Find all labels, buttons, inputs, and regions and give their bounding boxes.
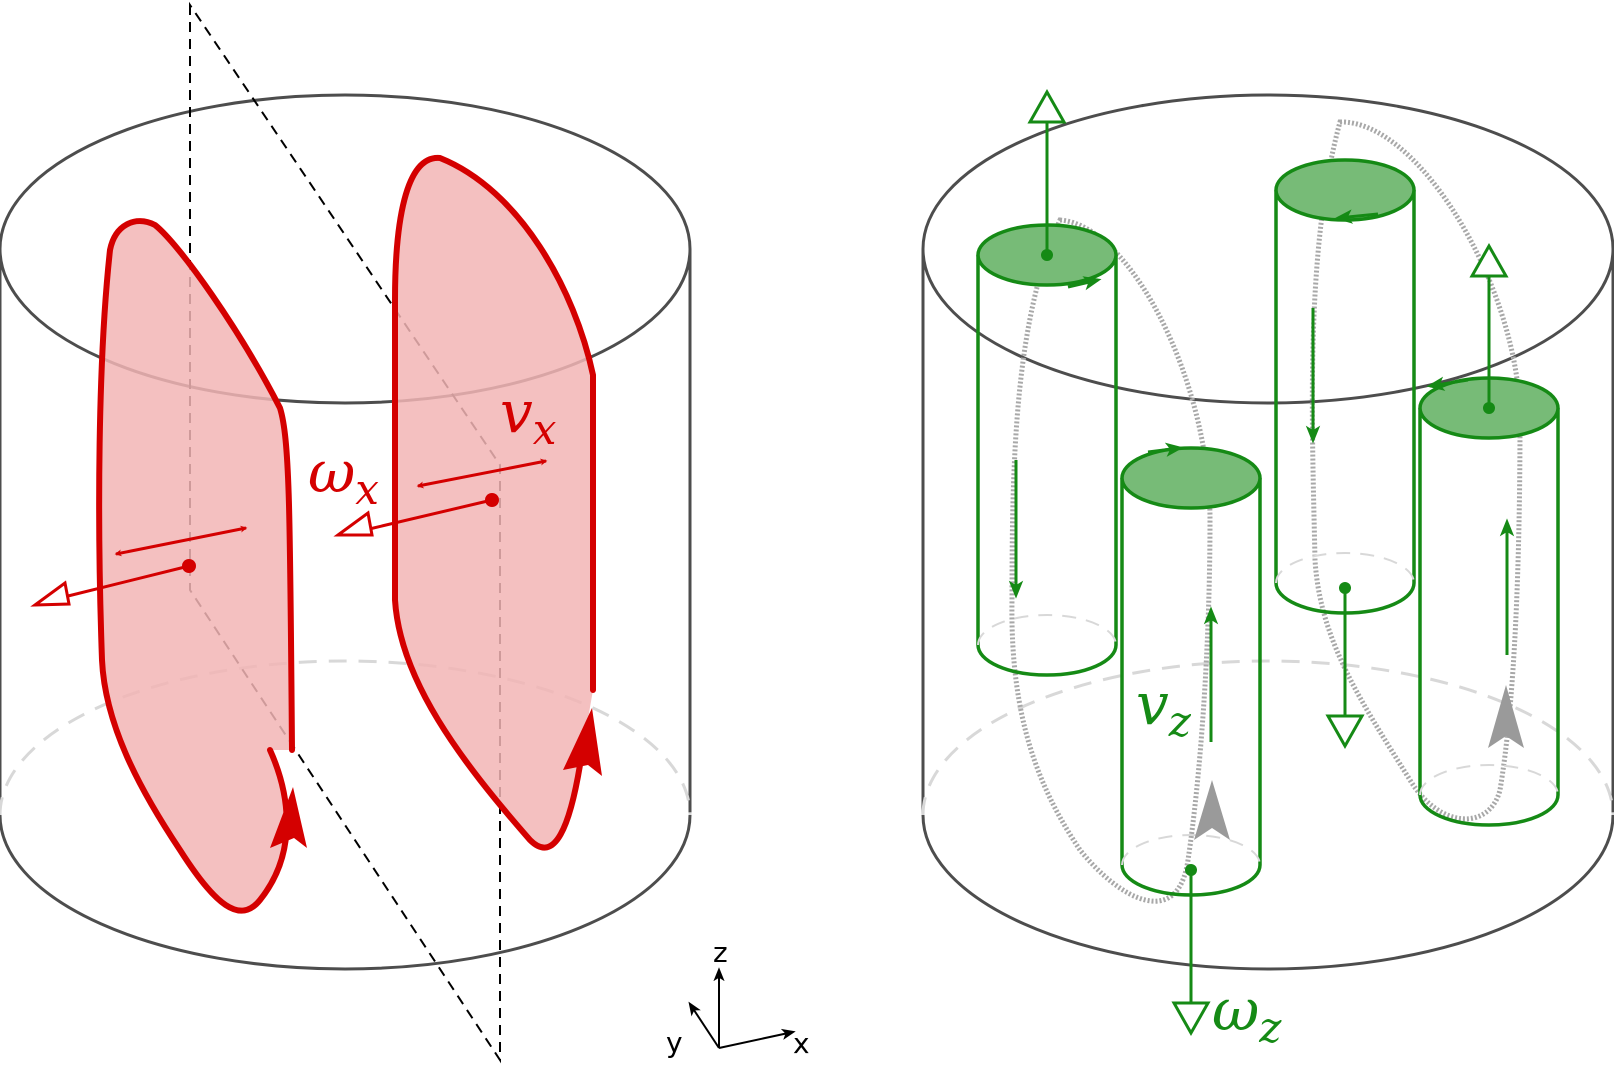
red-velocity-double-arrow-right bbox=[416, 458, 548, 489]
axes-triad bbox=[688, 967, 796, 1049]
red-hollow-arrowhead-right bbox=[333, 510, 374, 537]
left-panel: ωx vx bbox=[0, 1, 692, 1064]
left-sheet-vectors bbox=[30, 525, 248, 607]
tube-3-rotation-arrow bbox=[1334, 209, 1379, 224]
tube-1-hollow-arrowhead bbox=[1027, 88, 1067, 124]
y-axis-label: y bbox=[666, 1026, 683, 1059]
vortex-tube-3-cap bbox=[1274, 158, 1416, 222]
tube-3-hollow-arrowhead bbox=[1325, 714, 1365, 750]
right-sheet-vectors bbox=[333, 458, 548, 537]
v-z-label: vz bbox=[1136, 670, 1192, 746]
vortex-tube-2 bbox=[1120, 442, 1262, 1037]
red-velocity-double-arrow-left bbox=[114, 525, 248, 557]
tube-2-grey-arrowhead bbox=[1194, 780, 1230, 840]
tube-4-rotation-arrow bbox=[1426, 376, 1469, 391]
right-panel: vz ωz bbox=[921, 88, 1614, 1052]
left-cylinder-bottom bbox=[0, 814, 692, 971]
right-cylinder-bottom-hidden bbox=[921, 659, 1614, 816]
red-omega-vector-left bbox=[59, 564, 190, 600]
red-hollow-arrowhead-left bbox=[30, 580, 71, 607]
grey-loop-right bbox=[1309, 119, 1523, 822]
x-axis-label: x bbox=[793, 1027, 810, 1060]
z-axis-label: z bbox=[713, 936, 728, 969]
tube-4-grey-arrowhead bbox=[1488, 685, 1524, 748]
omega-z-label: ωz bbox=[1212, 976, 1282, 1052]
y-axis bbox=[688, 1001, 720, 1049]
vortex-tube-1 bbox=[976, 88, 1118, 677]
grey-loop-left bbox=[1009, 217, 1213, 904]
red-arrowhead-left bbox=[270, 787, 307, 848]
red-arrowhead-right bbox=[563, 708, 602, 776]
vortex-tube-2-cap bbox=[1120, 446, 1262, 510]
x-axis bbox=[718, 1028, 796, 1049]
v-x-label: vx bbox=[500, 378, 557, 454]
omega-x-label: ωx bbox=[308, 438, 379, 514]
right-cylinder bbox=[921, 93, 1614, 971]
tube-2-hollow-arrowhead bbox=[1171, 1001, 1211, 1037]
right-cylinder-bottom bbox=[921, 814, 1614, 971]
vortex-tube-4 bbox=[1418, 242, 1560, 827]
tube-2-rotation-arrow bbox=[1147, 442, 1184, 457]
red-omega-vector-right bbox=[364, 498, 493, 532]
left-cylinder bbox=[0, 93, 692, 971]
tube-1-rotation-arrow bbox=[1067, 276, 1102, 291]
left-cylinder-bottom-hidden bbox=[0, 659, 692, 816]
tube-4-hollow-arrowhead bbox=[1469, 242, 1509, 278]
vortex-tube-3 bbox=[1274, 158, 1416, 750]
